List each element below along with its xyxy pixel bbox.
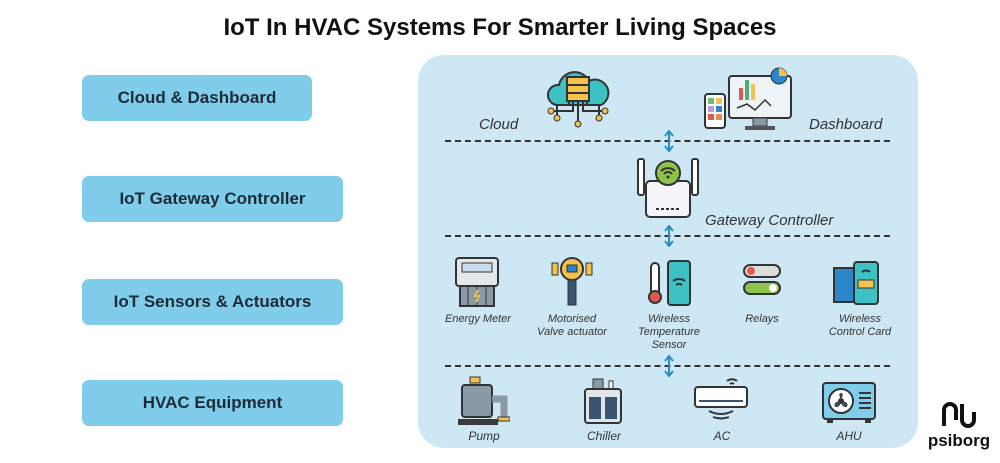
layer-hvac-equipment: HVAC Equipment [82, 380, 343, 426]
valve-actuator-icon [551, 257, 593, 306]
equipment-label: AHU [836, 429, 862, 443]
layer-iot-sensors: IoT Sensors & Actuators [82, 279, 343, 325]
sensor-label: Wireless Control Card [828, 313, 892, 338]
equipment-label: Pump [468, 429, 500, 443]
wireless-temperature-sensor-icon [648, 260, 691, 306]
sensor-label: Motorised Valve actuator [537, 313, 607, 338]
chiller-icon [584, 378, 622, 424]
psiborg-logo-mark-icon [942, 402, 976, 428]
equipment-label: Chiller [586, 429, 621, 443]
air-conditioner-icon [694, 378, 748, 420]
divider [445, 365, 890, 367]
layer-iot-gateway: IoT Gateway Controller [82, 176, 343, 222]
energy-meter-icon [455, 257, 499, 307]
diagram-title: IoT In HVAC Systems For Smarter Living S… [223, 14, 777, 41]
sensor-label: Relays [745, 313, 779, 325]
relays-toggle-icon [743, 264, 781, 295]
dashboard-monitor-icon [704, 67, 792, 130]
gateway-router-icon [637, 158, 699, 218]
cloud-server-icon [547, 71, 610, 128]
equipment-label: AC [713, 429, 731, 443]
psiborg-logo: psiborg [926, 402, 992, 451]
sensor-label: Energy Meter [444, 313, 512, 325]
brand-name: psiborg [927, 431, 991, 450]
cloud-label: Cloud [479, 116, 519, 133]
divider [445, 140, 890, 142]
sensor-label: Wireless Temperature Sensor [638, 313, 700, 351]
dashboard-label: Dashboard [809, 116, 883, 133]
layer-cloud-dashboard: Cloud & Dashboard [82, 75, 312, 121]
pump-icon [458, 376, 510, 425]
bidirectional-arrow-icon [664, 225, 674, 247]
divider [445, 235, 890, 237]
gateway-label: Gateway Controller [705, 212, 834, 229]
ahu-icon [822, 382, 876, 423]
wireless-control-card-icon [833, 261, 879, 305]
bidirectional-arrow-icon [664, 130, 674, 152]
bidirectional-arrow-icon [664, 355, 674, 377]
